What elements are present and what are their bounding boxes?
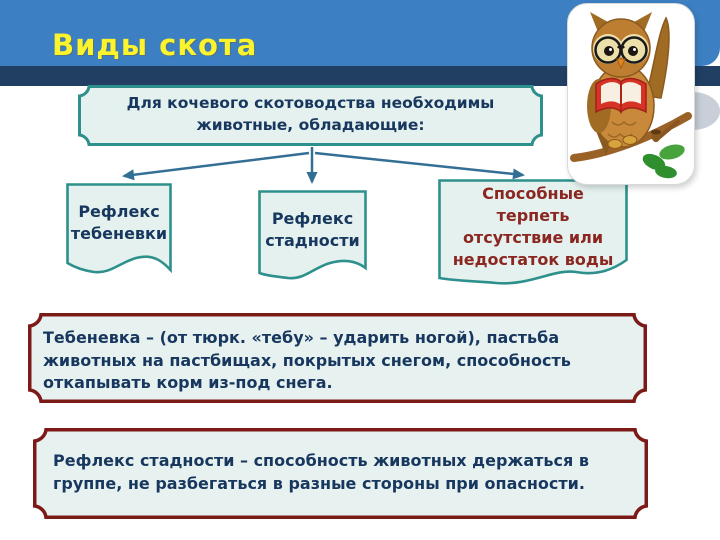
wave-shape: [438, 179, 628, 285]
branch-box-text: Рефлекс стадности: [258, 190, 367, 252]
mascot-card: [567, 3, 695, 185]
branch-line: тебеневки: [70, 224, 168, 243]
branch-line: стадности: [265, 231, 360, 250]
wave-shape: [66, 183, 172, 274]
intro-box-line: Для кочевого скотоводства необходимы: [126, 94, 495, 112]
branch-line: Рефлекс: [271, 209, 354, 228]
branch-line: отсутствие или: [462, 228, 604, 247]
branch-box-text: Способные терпеть отсутствие или недоста…: [438, 179, 628, 271]
owl-reading-book-icon: [570, 12, 692, 179]
definition-line: Тебеневка – (от тюрк. «тебу» – ударить н…: [43, 328, 560, 347]
branch-box-water: Способные терпеть отсутствие или недоста…: [438, 179, 628, 287]
definition-line: откапывать корм из-под снега.: [43, 373, 333, 392]
intro-box-text: Для кочевого скотоводства необходимы жив…: [78, 85, 543, 136]
definition-box-tebenevka: Тебеневка – (от тюрк. «тебу» – ударить н…: [28, 313, 647, 403]
header-accent-bar: [0, 66, 720, 86]
branch-line: терпеть: [496, 206, 570, 225]
branch-box-text: Рефлекс тебеневки: [66, 183, 172, 245]
intro-box-line: животные, обладающие:: [196, 116, 425, 134]
definition-text: Тебеневка – (от тюрк. «тебу» – ударить н…: [43, 327, 571, 395]
definition-line: животных на пастбищах, покрытых снегом, …: [43, 350, 571, 370]
plaque-shape: [78, 85, 543, 146]
intro-box: Для кочевого скотоводства необходимы жив…: [78, 85, 543, 146]
branch-box-stadnost: Рефлекс стадности: [258, 190, 367, 280]
slide-title: Виды скота: [52, 28, 258, 62]
definition-line: группе, не разбегаться в разные стороны …: [53, 473, 585, 493]
definition-box-stadnost: Рефлекс стадности – способность животных…: [33, 428, 648, 519]
branch-line: Рефлекс: [78, 202, 160, 221]
plaque-shape: [33, 428, 648, 519]
wave-shape: [258, 190, 367, 280]
branch-line: недостаток воды: [452, 250, 614, 269]
branch-box-tebenevka: Рефлекс тебеневки: [66, 183, 172, 275]
definition-line: Рефлекс стадности – способность животных…: [53, 451, 589, 470]
plaque-shape: [28, 313, 647, 403]
branch-line: Способные: [482, 184, 584, 203]
definition-text: Рефлекс стадности – способность животных…: [53, 450, 589, 495]
